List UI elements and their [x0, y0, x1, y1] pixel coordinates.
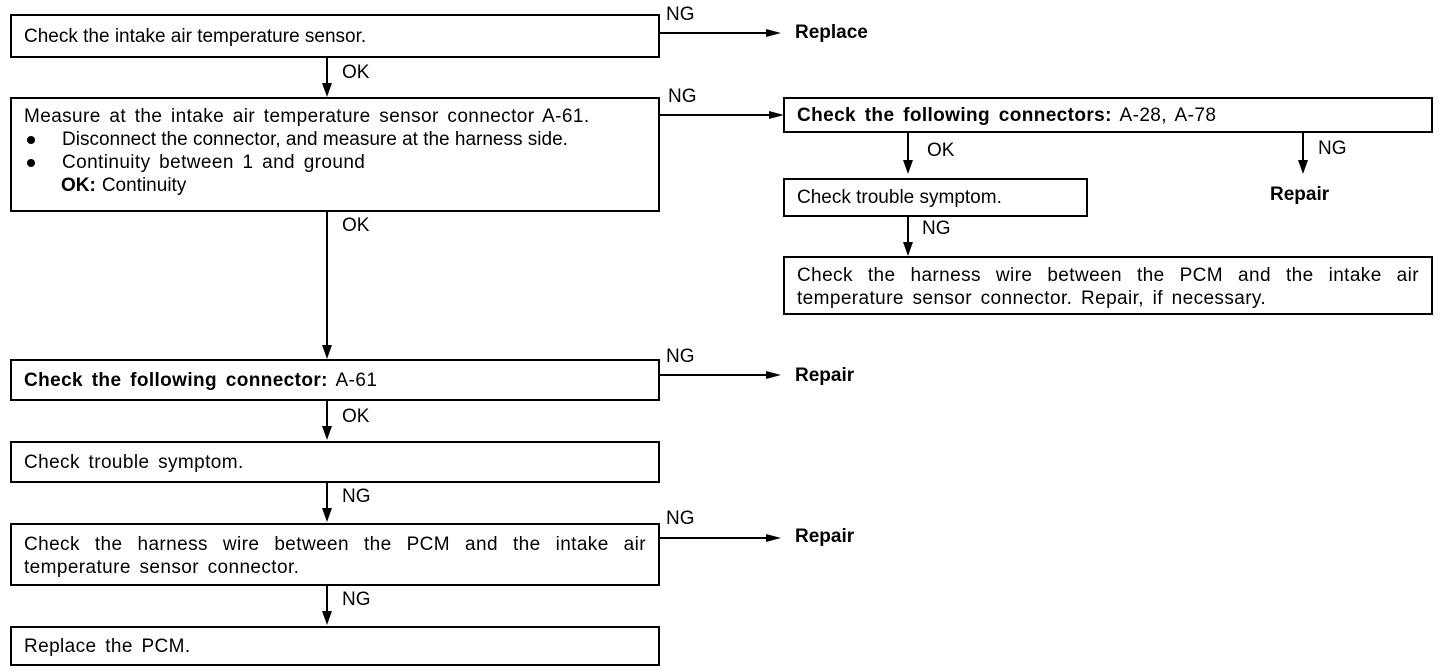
label-ng-symptom-right: NG [922, 218, 951, 239]
measure-bullet-2: Continuity between 1 and ground [24, 151, 646, 174]
box-check-connector-a61: Check the following connector: A-61 [10, 359, 660, 401]
label-ok-iat: OK [342, 62, 370, 83]
measure-spec-label: OK: [61, 175, 96, 196]
arrowhead-down-r2 [1298, 160, 1308, 174]
label-ok-a61: OK [342, 406, 370, 427]
label-ok-connectors: OK [927, 140, 955, 161]
label-ng-measure: NG [668, 86, 697, 107]
measure-spec: OK:Continuity [24, 174, 646, 197]
replace-pcm-text: Replace the PCM. [24, 635, 191, 657]
box-measure-connector: Measure at the intake air temperature se… [10, 97, 660, 212]
label-ng-a61: NG [666, 346, 695, 367]
check-connector-a61-text: Check the following connector: A-61 [24, 369, 377, 392]
measure-title: Measure at the intake air temperature se… [24, 106, 590, 127]
box-check-iat-sensor-text: Check the intake air temperature sensor. [24, 25, 367, 47]
check-harness-left-text: Check the harness wire between the PCM a… [24, 534, 646, 578]
result-repair-right: Repair [1270, 184, 1330, 205]
label-ng-harness-down: NG [342, 589, 371, 610]
bullet-dot-icon [27, 159, 35, 167]
check-connectors-a28-a78-bold: Check the following connectors: [797, 104, 1112, 126]
box-check-trouble-symptom-left: Check trouble symptom. [10, 441, 660, 483]
measure-bullet-1-text: Disconnect the connector, and measure at… [62, 129, 568, 150]
arrowhead-down-5 [322, 611, 332, 625]
label-ng-connectors: NG [1318, 138, 1347, 159]
measure-bullet-1: Disconnect the connector, and measure at… [24, 128, 646, 151]
arrowhead-down-1 [322, 83, 332, 97]
label-ng-harness: NG [666, 508, 695, 529]
arrowhead-right-1 [766, 29, 781, 37]
arrowhead-right-4 [766, 534, 781, 542]
check-connector-a61-rest: A-61 [335, 369, 378, 391]
check-harness-right-text: Check the harness wire between the PCM a… [797, 265, 1419, 309]
box-check-iat-sensor: Check the intake air temperature sensor. [10, 14, 660, 58]
result-replace: Replace [795, 22, 868, 43]
check-trouble-symptom-left-text: Check trouble symptom. [24, 451, 244, 473]
bullet-dot-icon [27, 136, 35, 144]
measure-spec-value: Continuity [101, 175, 187, 196]
box-replace-pcm: Replace the PCM. [10, 626, 660, 666]
label-ng-iat: NG [666, 4, 695, 25]
measure-bullet-2-text: Continuity between 1 and ground [62, 152, 366, 173]
arrowhead-down-4 [322, 508, 332, 522]
arrowhead-down-3 [322, 426, 332, 440]
result-repair-a61: Repair [795, 365, 855, 386]
arrowhead-right-3 [766, 371, 781, 379]
box-check-trouble-symptom-right: Check trouble symptom. [783, 178, 1088, 217]
box-check-connectors-a28-a78: Check the following connectors: A-28, A-… [783, 97, 1433, 133]
box-check-harness-left: Check the harness wire between the PCM a… [10, 523, 660, 586]
result-repair-harness: Repair [795, 526, 855, 547]
label-ok-measure: OK [342, 215, 370, 236]
check-trouble-symptom-right-text: Check trouble symptom. [797, 187, 1002, 208]
box-check-harness-right: Check the harness wire between the PCM a… [783, 256, 1433, 315]
check-connectors-a28-a78-text: Check the following connectors: A-28, A-… [797, 104, 1216, 127]
label-ng-symptom-left: NG [342, 486, 371, 507]
arrowhead-down-r3 [903, 242, 913, 256]
check-connectors-a28-a78-rest: A-28, A-78 [1119, 104, 1217, 126]
check-connector-a61-bold: Check the following connector: [24, 369, 328, 391]
arrowhead-down-2 [322, 345, 332, 359]
arrowhead-right-2 [769, 111, 784, 119]
arrowhead-down-r1 [903, 160, 913, 174]
